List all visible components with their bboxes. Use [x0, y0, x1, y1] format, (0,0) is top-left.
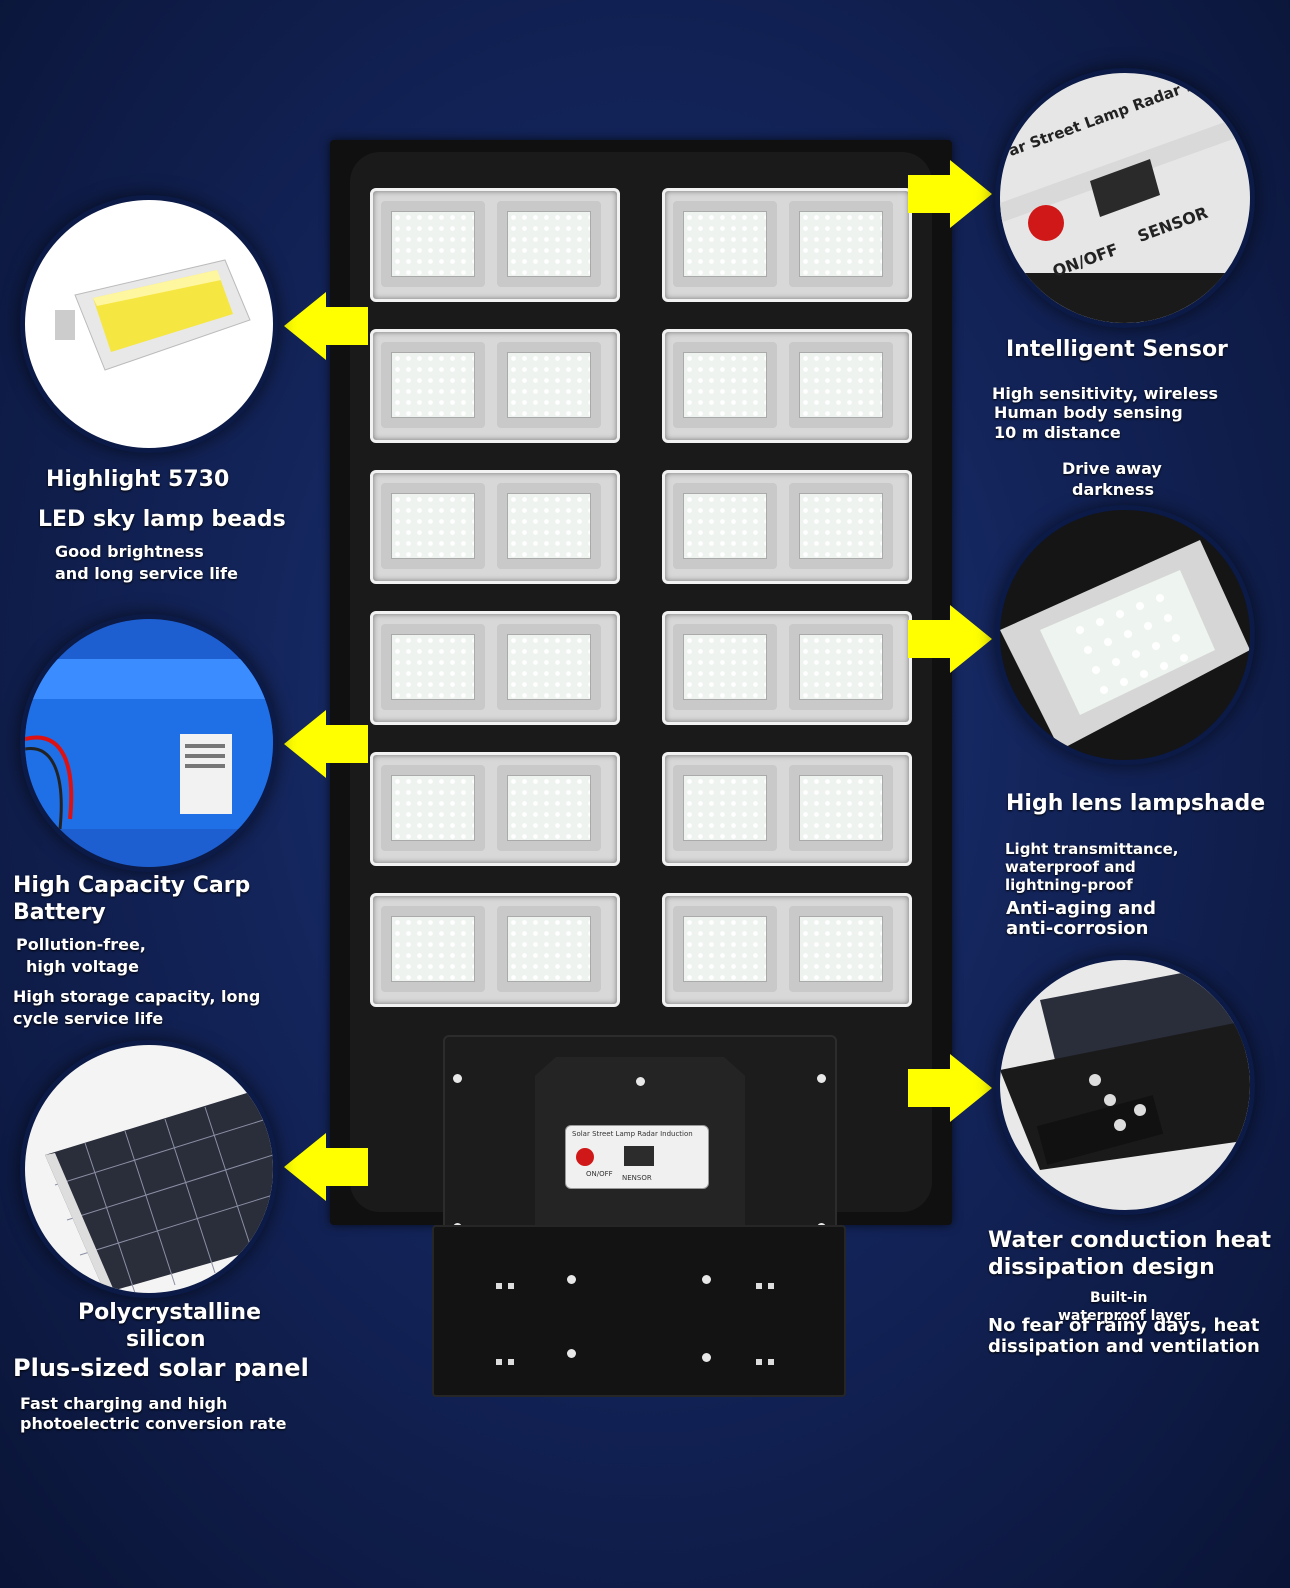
- battery-desc-4: cycle service life: [13, 1009, 164, 1028]
- led-array: [381, 201, 485, 287]
- heat-desc-1: Built-in: [1090, 1290, 1148, 1306]
- lampshade-desc-4: Anti-aging and: [1006, 898, 1157, 919]
- lamp-beads-title-2: LED sky lamp beads: [38, 507, 286, 532]
- sensor-plate: Solar Street Lamp Radar Induction ON/OFF…: [565, 1125, 709, 1189]
- led-module: [662, 470, 912, 584]
- sensor-desc-3: 10 m distance: [994, 423, 1121, 442]
- battery-desc-1: Pollution-free,: [16, 935, 146, 954]
- sensor-desc-1: High sensitivity, wireless: [992, 384, 1218, 403]
- arrow-left-icon: [284, 292, 368, 360]
- led-module: [662, 893, 912, 1007]
- led-array: [789, 624, 893, 710]
- lampshade-title: High lens lampshade: [1006, 791, 1266, 816]
- lamp-beads-desc-2: and long service life: [55, 564, 238, 583]
- plate-sensor-label: NENSOR: [622, 1174, 652, 1182]
- led-module: [370, 611, 620, 725]
- battery-desc-2: high voltage: [26, 957, 139, 976]
- solar-desc-1: Fast charging and high: [20, 1394, 228, 1413]
- plate-label: Solar Street Lamp Radar Induction: [572, 1130, 693, 1138]
- led-array: [673, 624, 777, 710]
- solar-title-2: silicon: [126, 1327, 206, 1352]
- heat-desc-3: No fear of rainy days, heat: [988, 1315, 1260, 1336]
- heat-desc-2: waterproof layer: [1058, 1308, 1190, 1324]
- arrow-right-icon: [908, 1054, 992, 1122]
- led-array: [789, 342, 893, 428]
- solar-title-1: Polycrystalline: [78, 1300, 262, 1325]
- heat-title-2: dissipation design: [988, 1255, 1215, 1280]
- led-array: [497, 201, 601, 287]
- arrow-left-icon: [284, 710, 368, 778]
- heat-desc-4: dissipation and ventilation: [988, 1336, 1260, 1357]
- led-array: [789, 765, 893, 851]
- led-module: [370, 188, 620, 302]
- lampshade-desc-5: anti-corrosion: [1006, 918, 1149, 939]
- led-array: [381, 483, 485, 569]
- sensor-closeup: ar Street Lamp Radar Indu ON/OFF SENSOR: [995, 68, 1255, 328]
- led-module: [370, 752, 620, 866]
- led-array: [789, 201, 893, 287]
- lampshade-desc-1: Light transmittance,: [1005, 840, 1179, 858]
- led-module: [370, 893, 620, 1007]
- led-module: [370, 470, 620, 584]
- solar-title-3: Plus-sized solar panel: [13, 1354, 309, 1382]
- sensor-desc-4: Drive away: [1062, 459, 1162, 478]
- led-array: [789, 906, 893, 992]
- arrow-right-icon: [908, 160, 992, 228]
- led-array: [673, 483, 777, 569]
- led-array: [381, 624, 485, 710]
- mounting-bracket: [432, 1225, 846, 1397]
- battery-closeup: [20, 614, 278, 872]
- battery-title-2: Battery: [13, 900, 106, 925]
- led-array: [497, 342, 601, 428]
- battery-title-1: High Capacity Carp: [13, 873, 251, 898]
- led-array: [381, 906, 485, 992]
- led-array: [673, 906, 777, 992]
- heat-title-1: Water conduction heat: [988, 1228, 1271, 1253]
- plate-button-label: ON/OFF: [586, 1170, 613, 1178]
- sensor-desc-2: Human body sensing: [994, 403, 1183, 422]
- screw: [817, 1074, 826, 1083]
- battery-desc-3: High storage capacity, long: [13, 987, 261, 1006]
- led-array: [381, 342, 485, 428]
- led-module: [662, 188, 912, 302]
- sensor-desc-5: darkness: [1072, 480, 1155, 499]
- sensor-window: [624, 1146, 654, 1166]
- lamp-beads-desc-1: Good brightness: [55, 542, 204, 561]
- lamp-beads-title-1: Highlight 5730: [46, 467, 230, 492]
- led-array: [497, 483, 601, 569]
- led-bead-closeup: [20, 195, 278, 453]
- led-array: [673, 342, 777, 428]
- screw: [636, 1077, 645, 1086]
- led-module: [662, 611, 912, 725]
- led-module: [662, 752, 912, 866]
- led-module: [370, 329, 620, 443]
- led-array: [497, 624, 601, 710]
- lampshade-desc-2: waterproof and: [1005, 858, 1136, 876]
- led-array: [673, 201, 777, 287]
- led-array: [381, 765, 485, 851]
- solar-panel-closeup: [20, 1040, 278, 1298]
- solar-desc-2: photoelectric conversion rate: [20, 1414, 287, 1433]
- led-array: [673, 765, 777, 851]
- led-module: [662, 329, 912, 443]
- arrow-right-icon: [908, 605, 992, 673]
- screw: [453, 1074, 462, 1083]
- lampshade-desc-3: lightning-proof: [1005, 876, 1133, 894]
- led-array: [497, 906, 601, 992]
- power-button-icon: [576, 1148, 594, 1166]
- arrow-left-icon: [284, 1133, 368, 1201]
- heat-sink-closeup: [995, 955, 1255, 1215]
- led-array: [789, 483, 893, 569]
- lampshade-closeup: [995, 505, 1255, 765]
- led-array: [497, 765, 601, 851]
- sensor-title: Intelligent Sensor: [1006, 337, 1228, 362]
